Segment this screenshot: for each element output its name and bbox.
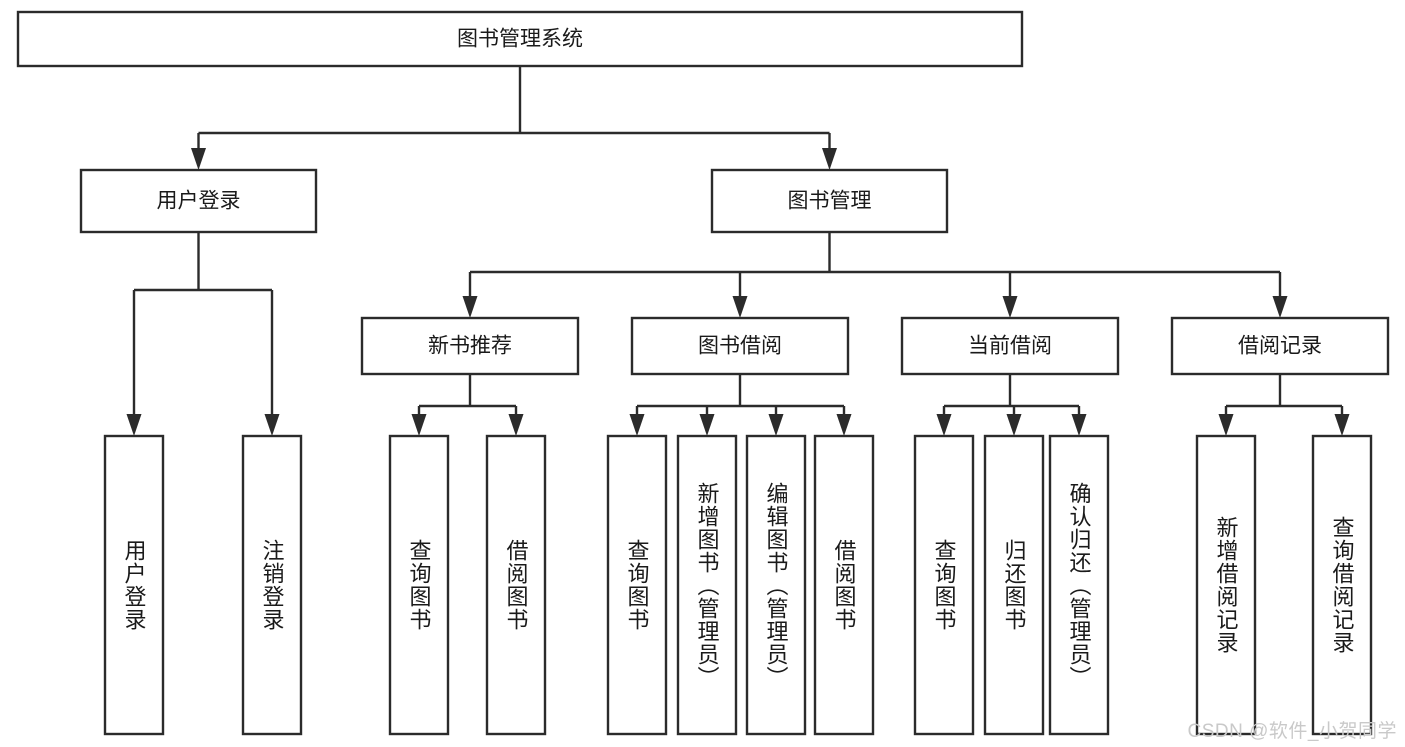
node-box[interactable] [360,316,580,376]
node-box[interactable] [813,434,875,736]
node-box[interactable] [1048,434,1110,736]
arrowhead-icon [1006,414,1022,436]
node-box[interactable] [606,434,668,736]
node-box[interactable] [630,316,850,376]
arrowhead-icon [1218,414,1234,436]
node-user-login[interactable]: 用户登录 [79,168,318,234]
node-box[interactable] [103,434,165,736]
node-leaf-return-book[interactable] [983,434,1045,736]
arrowhead-icon [264,414,280,436]
node-leaf-query-record[interactable] [1311,434,1373,736]
node-box[interactable] [485,434,547,736]
node-box[interactable] [710,168,949,234]
node-new-book-rec[interactable]: 新书推荐 [360,316,580,376]
node-label: 图书管理 [788,190,872,213]
node-box[interactable] [1170,316,1390,376]
node-leaf-query-book-1[interactable] [388,434,450,736]
node-leaf-borrow-book-2[interactable] [813,434,875,736]
node-box[interactable] [1195,434,1257,736]
node-label: 当前借阅 [968,335,1052,358]
node-box[interactable] [983,434,1045,736]
node-box[interactable] [16,10,1024,68]
arrowhead-icon [1272,296,1288,318]
node-leaf-logout[interactable] [241,434,303,736]
node-book-borrow[interactable]: 图书借阅 [630,316,850,376]
arrowhead-icon [699,414,715,436]
node-box[interactable] [388,434,450,736]
node-leaf-user-login[interactable] [103,434,165,736]
node-box[interactable] [913,434,975,736]
arrowhead-icon [126,414,142,436]
arrowhead-icon [191,148,206,170]
arrowhead-icon [1002,296,1018,318]
edges-layer [126,66,1350,436]
arrowhead-icon [936,414,952,436]
arrowhead-icon [822,148,837,170]
node-borrow-record[interactable]: 借阅记录 [1170,316,1390,376]
arrowhead-icon [1071,414,1087,436]
arrowhead-icon [732,296,748,318]
node-box[interactable] [676,434,738,736]
node-box[interactable] [900,316,1120,376]
node-label: 图书借阅 [698,335,782,358]
arrowhead-icon [768,414,784,436]
node-label: 借阅记录 [1238,335,1322,358]
arrowhead-icon [629,414,645,436]
arrowhead-icon [836,414,852,436]
node-label: 新书推荐 [428,335,512,358]
node-label: 图书管理系统 [457,28,583,51]
node-box[interactable] [745,434,807,736]
node-box[interactable] [1311,434,1373,736]
arrowhead-icon [411,414,427,436]
node-leaf-add-book[interactable] [676,434,738,736]
node-box[interactable] [79,168,318,234]
node-current-borrow[interactable]: 当前借阅 [900,316,1120,376]
arrowhead-icon [1334,414,1350,436]
node-book-manage[interactable]: 图书管理 [710,168,949,234]
node-leaf-edit-book[interactable] [745,434,807,736]
arrowhead-icon [462,296,478,318]
node-leaf-borrow-book-1[interactable] [485,434,547,736]
node-leaf-confirm-return[interactable] [1048,434,1110,736]
arrowhead-icon [508,414,524,436]
node-leaf-query-book-3[interactable] [913,434,975,736]
node-root[interactable]: 图书管理系统 [16,10,1024,68]
node-label: 用户登录 [157,190,241,213]
node-leaf-add-record[interactable] [1195,434,1257,736]
watermark-text: CSDN @软件_小贺同学 [1187,721,1397,742]
node-box[interactable] [241,434,303,736]
node-leaf-query-book-2[interactable] [606,434,668,736]
